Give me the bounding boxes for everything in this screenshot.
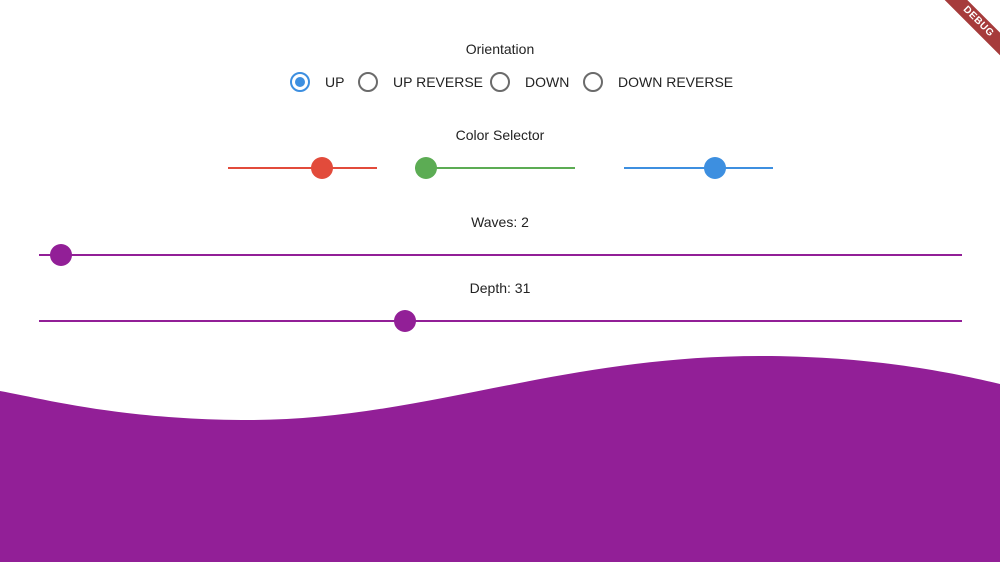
radio-up-reverse[interactable]	[358, 72, 378, 92]
green-slider-track	[415, 167, 575, 169]
radio-down-reverse[interactable]	[583, 72, 603, 92]
waves-label: Waves: 2	[471, 214, 529, 230]
blue-slider-thumb[interactable]	[703, 157, 726, 179]
red-slider[interactable]	[228, 156, 377, 180]
blue-slider-track	[624, 167, 773, 169]
radio-up[interactable]	[290, 72, 310, 92]
depth-slider[interactable]	[39, 309, 962, 333]
red-slider-thumb[interactable]	[310, 157, 333, 179]
radio-down[interactable]	[490, 72, 510, 92]
depth-slider-thumb[interactable]	[394, 310, 417, 332]
radio-down-reverse-label: DOWN REVERSE	[618, 74, 734, 90]
blue-slider[interactable]	[624, 156, 773, 180]
depth-slider-track	[39, 320, 962, 322]
radio-up-label: UP	[325, 74, 345, 90]
orientation-title: Orientation	[465, 41, 535, 57]
radio-down-label: DOWN	[525, 74, 570, 90]
orientation-radio-group: UP UP REVERSE DOWN DOWN REVERSE	[0, 70, 1000, 94]
red-slider-track	[228, 167, 377, 169]
waves-slider-thumb[interactable]	[50, 244, 73, 266]
depth-label: Depth: 31	[469, 280, 531, 296]
color-selector-title: Color Selector	[455, 127, 545, 143]
waves-slider[interactable]	[39, 243, 962, 267]
radio-up-reverse-label: UP REVERSE	[393, 74, 483, 90]
green-slider-thumb[interactable]	[415, 157, 438, 179]
waves-slider-track	[39, 254, 962, 256]
green-slider[interactable]	[415, 156, 575, 180]
